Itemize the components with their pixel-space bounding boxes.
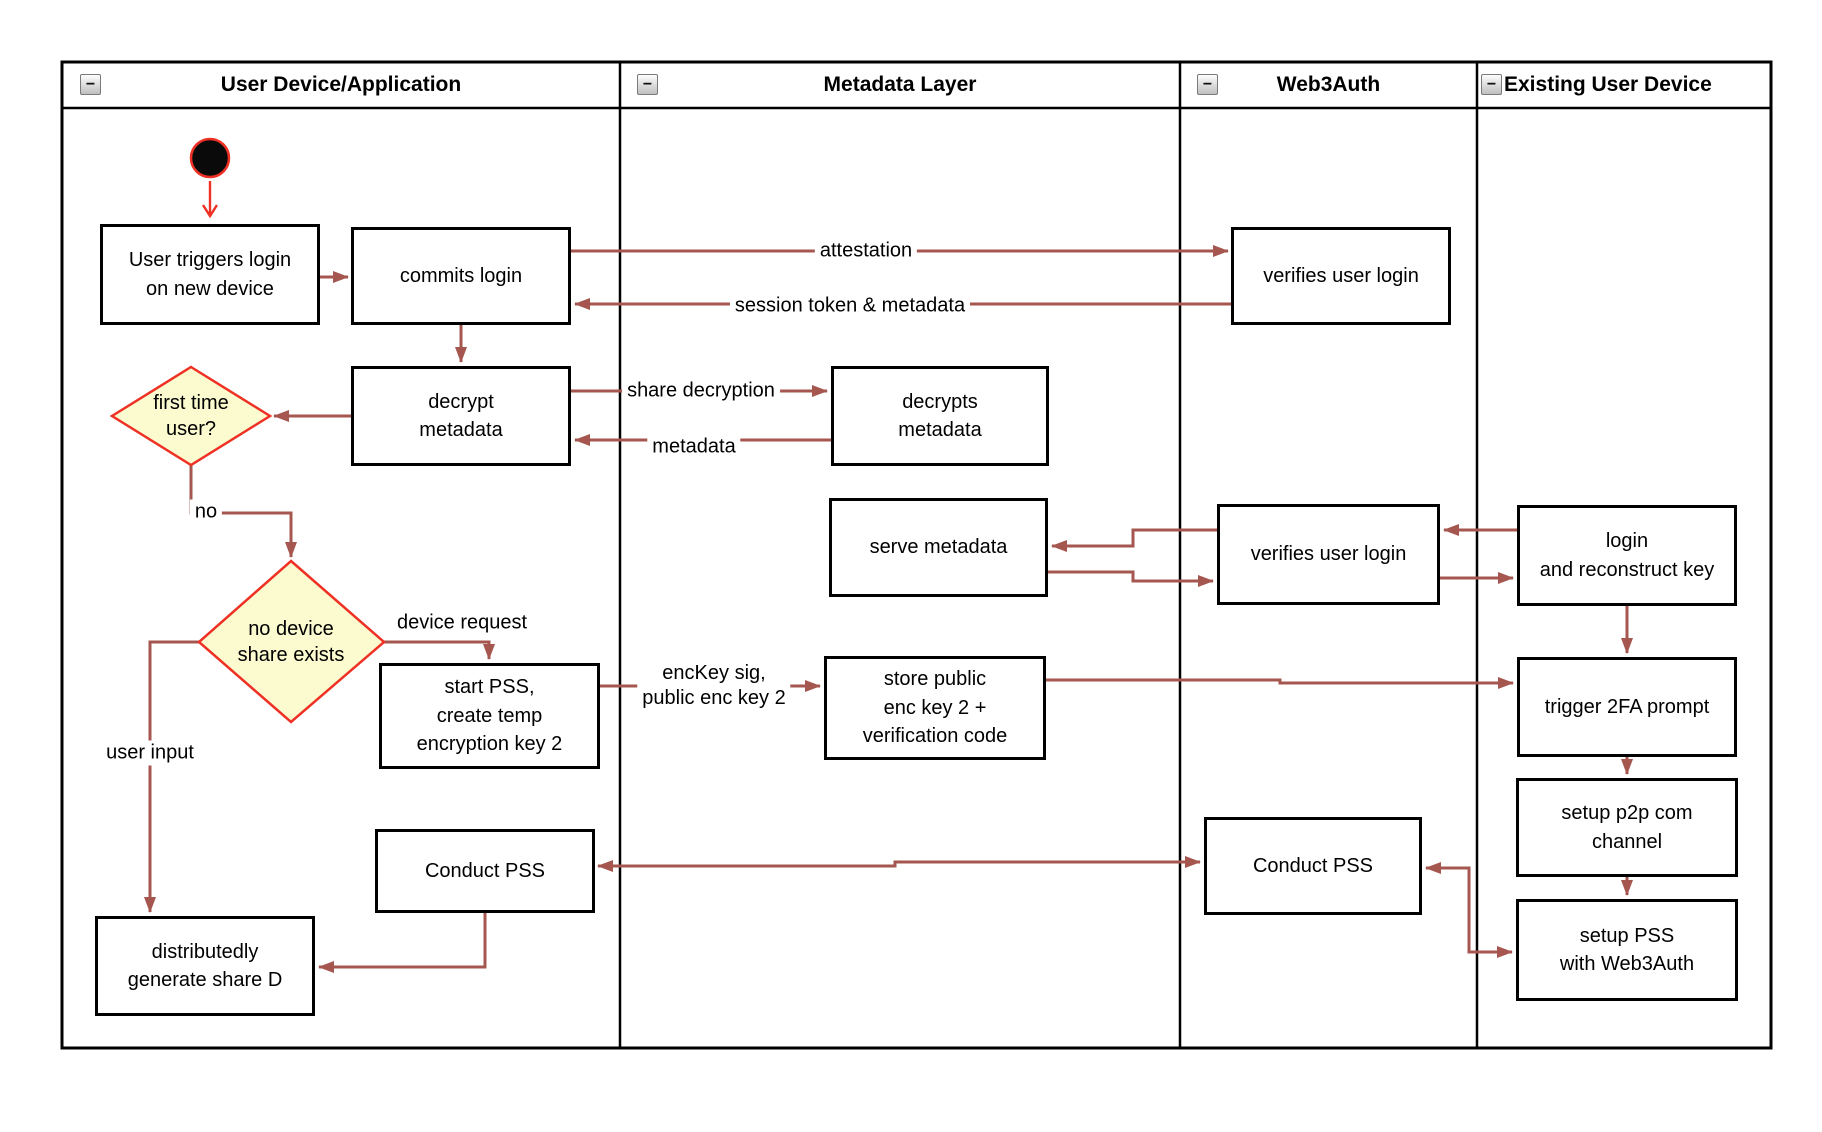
lane-collapse-button[interactable]: − bbox=[1481, 74, 1502, 95]
node-conduct-pss-web3auth: Conduct PSS bbox=[1204, 817, 1422, 915]
edge-label-share-decryption: share decryption bbox=[622, 378, 780, 404]
node-login-and-reconstruct-key: login and reconstruct key bbox=[1517, 505, 1737, 606]
edge-user-input bbox=[144, 640, 199, 913]
lane-header-web3auth: Web3Auth bbox=[1180, 62, 1477, 108]
minus-icon: − bbox=[1486, 75, 1497, 93]
edge-serve-to-verifies bbox=[1048, 570, 1214, 587]
lane-header-existing-user-device: Existing User Device bbox=[1477, 62, 1771, 108]
node-serve-metadata: serve metadata bbox=[829, 498, 1048, 597]
edge-label-session-token: session token & metadata bbox=[729, 293, 971, 319]
edges bbox=[144, 181, 1633, 973]
lane-collapse-button[interactable]: − bbox=[637, 74, 658, 95]
decision-first-time-user-label: first time user? bbox=[153, 392, 229, 440]
node-decrypts-metadata: decrypts metadata bbox=[831, 366, 1049, 466]
lane-header-user-device-application: User Device/Application bbox=[62, 62, 620, 108]
decision-no-device-share-label: no device share exists bbox=[237, 618, 345, 666]
lane-header-metadata-layer: Metadata Layer bbox=[620, 62, 1180, 108]
edge-setuppss-conduct-link bbox=[1425, 862, 1513, 958]
minus-icon: − bbox=[642, 75, 653, 93]
edge-label-no: no bbox=[189, 499, 223, 525]
lane-title: Metadata Layer bbox=[823, 73, 977, 96]
node-user-triggers-login: User triggers login on new device bbox=[100, 224, 320, 325]
edge-label-attestation: attestation bbox=[814, 238, 918, 264]
edge-label-enckey-sig: encKey sig, public enc key 2 bbox=[637, 661, 791, 711]
edge-no-branch bbox=[189, 465, 297, 558]
node-distributedly-generate-share-d: distributedly generate share D bbox=[95, 916, 315, 1016]
diagram-frame bbox=[60, 60, 1773, 1050]
node-conduct-pss-user: Conduct PSS bbox=[375, 829, 595, 913]
lane-title: User Device/Application bbox=[220, 73, 462, 96]
edge-conduct-to-distgen bbox=[318, 913, 487, 973]
node-start-pss: start PSS, create temp encryption key 2 bbox=[379, 663, 600, 769]
decision-no-device-share-exists bbox=[197, 559, 386, 724]
node-verifies-user-login-top: verifies user login bbox=[1231, 227, 1451, 325]
edge-store-to-2fa bbox=[1046, 677, 1514, 689]
lane-collapse-button[interactable]: − bbox=[1197, 74, 1218, 95]
node-trigger-2fa-prompt: trigger 2FA prompt bbox=[1517, 657, 1737, 757]
node-setup-pss-with-web3auth: setup PSS with Web3Auth bbox=[1516, 899, 1738, 1001]
minus-icon: − bbox=[85, 75, 96, 93]
edge-device-request bbox=[384, 640, 495, 660]
decision-first-time-user bbox=[109, 365, 273, 467]
edge-verifies-to-serve bbox=[1051, 528, 1217, 552]
node-decrypt-metadata: decrypt metadata bbox=[351, 366, 571, 466]
edge-label-device-request: device request bbox=[391, 610, 533, 636]
node-verifies-user-login-mid: verifies user login bbox=[1217, 504, 1440, 605]
lane-title: Existing User Device bbox=[1504, 73, 1712, 96]
node-store-public-enc-key: store public enc key 2 + verification co… bbox=[824, 656, 1046, 760]
edge-label-user-input: user input bbox=[101, 740, 199, 766]
start-node-circle bbox=[189, 137, 231, 179]
node-setup-p2p-com-channel: setup p2p com channel bbox=[1516, 778, 1738, 877]
lane-title: Web3Auth bbox=[1276, 73, 1381, 96]
minus-icon: − bbox=[1202, 75, 1213, 93]
edge-conduct-pss-link bbox=[597, 856, 1201, 872]
edge-label-metadata: metadata bbox=[647, 434, 741, 460]
node-commits-login: commits login bbox=[351, 227, 571, 325]
lane-collapse-button[interactable]: − bbox=[80, 74, 101, 95]
